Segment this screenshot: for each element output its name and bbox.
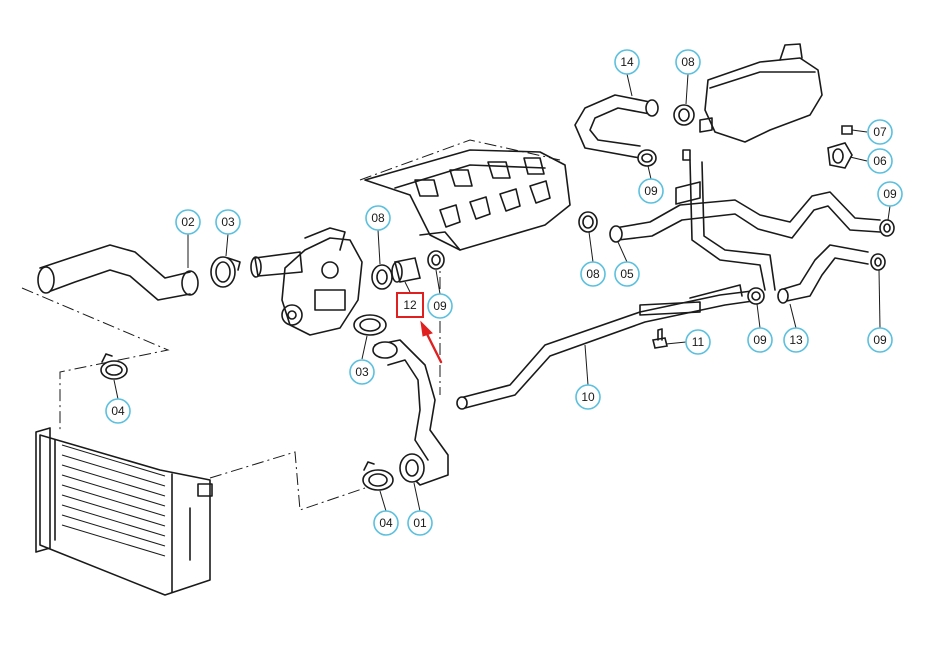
callout-label: 09 [644, 184, 658, 198]
callout-label: 01 [413, 516, 427, 530]
callout-label: 12 [403, 298, 417, 312]
expansion-tank [699, 43, 823, 143]
callout-label: 14 [620, 55, 634, 69]
callouts: 02 03 08 09 12 03 04 04 [105, 49, 903, 536]
callout-11[interactable]: 11 [685, 329, 711, 355]
clamp-09-right-lower [870, 253, 886, 271]
callout-03-lower[interactable]: 03 [349, 359, 375, 385]
callout-09-right-top[interactable]: 09 [877, 181, 903, 207]
callout-label: 08 [681, 55, 695, 69]
callout-label: 11 [692, 335, 705, 349]
callout-09-pump[interactable]: 09 [427, 293, 453, 319]
hose-01 [372, 339, 449, 486]
leader-lines [113, 73, 891, 512]
callout-01[interactable]: 01 [407, 510, 433, 536]
clamp-04-upper [100, 353, 128, 380]
hose-13 [777, 244, 869, 304]
callout-09-right-lower[interactable]: 09 [867, 327, 893, 353]
highlight-arrow [420, 320, 443, 364]
clamp-08-middle [578, 211, 598, 233]
callout-07[interactable]: 07 [867, 119, 893, 145]
callout-label: 07 [873, 125, 887, 139]
clamp-08-pump [371, 264, 393, 290]
callout-label: 08 [586, 267, 600, 281]
cap-07 [841, 125, 853, 135]
clamp-04-lower [362, 461, 394, 491]
callout-label: 09 [753, 333, 767, 347]
callout-label: 09 [873, 333, 887, 347]
clamp-03-lower [353, 314, 387, 336]
callout-label: 04 [379, 516, 393, 530]
callout-02[interactable]: 02 [175, 209, 201, 235]
clamp-09-upper [637, 149, 657, 167]
callout-label: 05 [620, 267, 634, 281]
clamp-09-right-top [879, 219, 895, 237]
pipe-10 [456, 284, 761, 410]
callout-06[interactable]: 06 [867, 148, 893, 174]
callout-label: 10 [581, 390, 595, 404]
clamp-03-left [210, 256, 241, 288]
callout-09-hose13[interactable]: 09 [747, 327, 773, 353]
callout-04-lower[interactable]: 04 [373, 510, 399, 536]
callout-12-highlighted[interactable]: 12 [396, 292, 424, 318]
callout-08-middle[interactable]: 08 [580, 261, 606, 287]
callout-09-upper[interactable]: 09 [638, 178, 664, 204]
callout-label: 09 [883, 187, 897, 201]
callout-03-left[interactable]: 03 [215, 209, 241, 235]
bolt-11 [652, 328, 668, 349]
hose-05 [609, 191, 881, 243]
hose-12 [391, 257, 421, 283]
callout-label: 09 [433, 299, 447, 313]
hose-02 [37, 244, 199, 301]
assembly-dashed-lines [21, 139, 561, 511]
callout-10[interactable]: 10 [575, 384, 601, 410]
clamp-08-top [673, 104, 695, 126]
callout-05[interactable]: 05 [614, 261, 640, 287]
clamp-09-pump [427, 250, 445, 270]
hose-14 [574, 94, 659, 159]
callout-label: 04 [111, 404, 125, 418]
callout-label: 03 [355, 365, 369, 379]
callout-08-pump[interactable]: 08 [365, 205, 391, 231]
radiator [35, 427, 213, 596]
pipe-vertical [675, 149, 776, 291]
sensor-06 [827, 142, 853, 169]
water-pump [250, 227, 363, 336]
cylinder-head [364, 149, 571, 251]
callout-label: 08 [371, 211, 385, 225]
callout-label: 13 [789, 333, 803, 347]
callout-14[interactable]: 14 [614, 49, 640, 75]
callout-04-upper[interactable]: 04 [105, 398, 131, 424]
clamp-09-hose13 [747, 287, 765, 305]
callout-label: 02 [181, 215, 195, 229]
callout-13[interactable]: 13 [783, 327, 809, 353]
callout-label: 03 [221, 215, 235, 229]
callout-label: 06 [873, 154, 887, 168]
callout-08-top[interactable]: 08 [675, 49, 701, 75]
